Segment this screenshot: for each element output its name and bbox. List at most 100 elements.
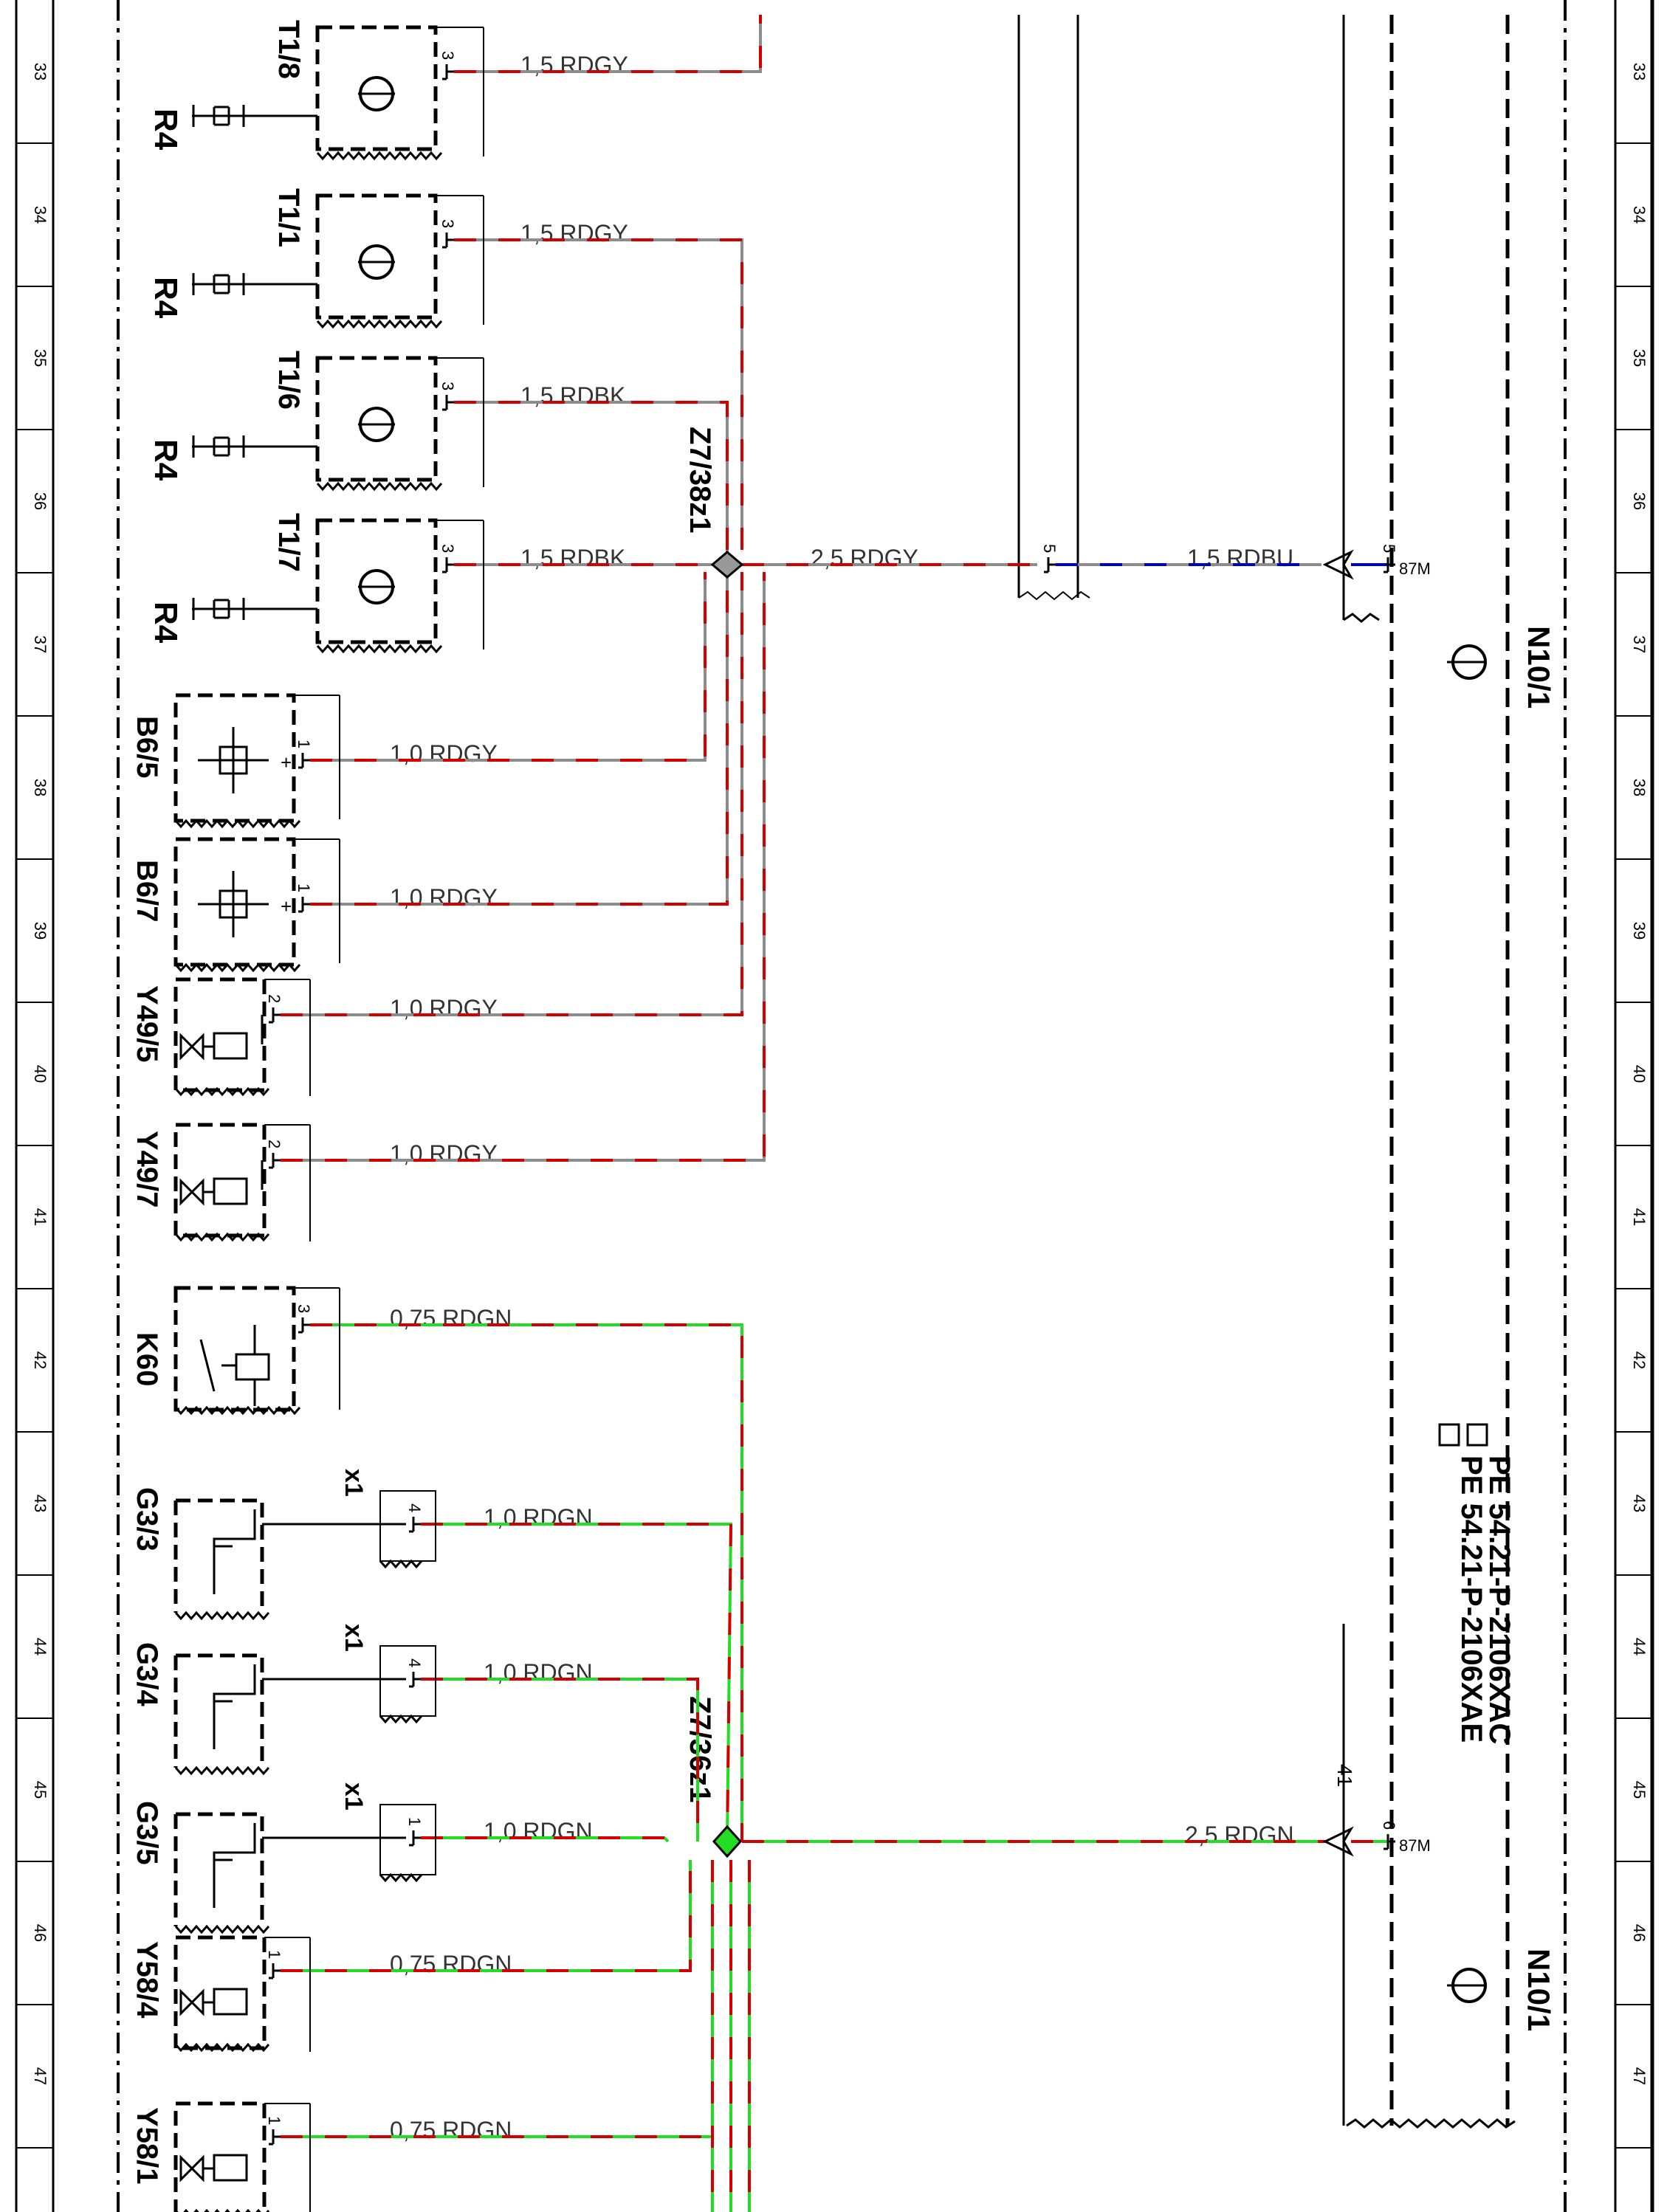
component-label: Y49/7	[131, 1131, 163, 1208]
reference-link[interactable]: PE 54.21-P-2106XAE	[1455, 1455, 1488, 1743]
pin-stub	[269, 1153, 281, 1169]
wire-label: 1,0 RDGN	[484, 1818, 593, 1844]
label-bg	[518, 55, 630, 77]
component-label: R4	[148, 277, 184, 319]
pin-stub	[409, 1830, 421, 1847]
break-mark	[379, 1559, 423, 1569]
break-mark	[316, 319, 443, 329]
component-label: K60	[131, 1332, 163, 1386]
label-bg	[1182, 1825, 1294, 1847]
n10-module	[1017, 15, 1567, 2129]
grid-number: 34	[31, 206, 49, 224]
terminal-label: 87M	[1399, 1836, 1431, 1855]
wire-label: 1,0 RDGY	[390, 995, 498, 1021]
grid-number: 36	[31, 492, 49, 510]
pin-stub	[442, 557, 454, 573]
component-label: G3/4	[131, 1642, 163, 1706]
pin-number: 1	[265, 1950, 283, 1959]
connector-icon	[192, 273, 258, 295]
label-bg	[481, 1508, 593, 1530]
break-mark	[174, 1610, 270, 1621]
grid-number: 33	[1630, 63, 1649, 80]
terminal-label: 87M	[1399, 559, 1431, 578]
break-mark	[174, 1086, 270, 1097]
label-bg	[387, 2120, 512, 2143]
break-mark	[316, 644, 443, 654]
component-label: R4	[148, 108, 184, 151]
component-label: B6/7	[131, 860, 163, 923]
sensor-box	[315, 518, 438, 644]
pin-stub	[269, 1963, 281, 1980]
pin-stub	[298, 897, 310, 913]
component-label: Z7/38z1	[684, 427, 716, 534]
grid-number: 47	[31, 2067, 49, 2085]
label-bg	[481, 1663, 593, 1685]
wire-stripe	[454, 15, 762, 73]
relay-icon	[235, 1353, 270, 1381]
lambda-sensor-icon	[213, 1664, 256, 1749]
grid-number: 35	[1630, 349, 1649, 367]
break-mark	[316, 481, 443, 492]
pin-number: 4	[405, 1658, 424, 1667]
break-mark	[174, 1405, 301, 1416]
wire-label: 0,75 RDGN	[390, 1951, 512, 1977]
wire-label: 1,5 RDBK	[520, 545, 625, 571]
break-mark	[174, 2042, 270, 2053]
component-label: N10/1	[1522, 1949, 1556, 2031]
wire-label: 1,5 RDGY	[520, 220, 628, 247]
lambda-sensor-icon	[213, 1823, 256, 1908]
pin-stub	[1044, 557, 1056, 573]
pin-stub	[409, 1517, 421, 1533]
pin-stub	[442, 64, 454, 80]
label-bg	[481, 1822, 593, 1844]
pin-number: 2	[265, 1140, 283, 1148]
pin-number: 3	[439, 219, 457, 228]
break-mark	[174, 819, 301, 829]
wire-base	[310, 1323, 743, 1841]
wire-base	[281, 572, 743, 1016]
grid-number: 36	[1630, 492, 1649, 510]
break-mark	[379, 1872, 423, 1883]
component-label: T1/8	[272, 20, 305, 79]
component-label: Z7/36z1	[684, 1696, 716, 1803]
wire-label: 1,5 RDGY	[520, 52, 628, 78]
grid-number: 42	[31, 1351, 49, 1369]
wire-label: 1,0 RDGY	[390, 1140, 498, 1167]
pin-stub	[1384, 557, 1395, 573]
break-mark	[316, 151, 443, 161]
pin-stub	[269, 1007, 281, 1024]
grid-number: 46	[1630, 1924, 1649, 1942]
wire-label: 1,0 RDGY	[390, 740, 498, 767]
wire-label: 0,75 RDGN	[390, 2117, 512, 2143]
label-bg	[387, 1144, 499, 1166]
pin-stub	[298, 1317, 310, 1334]
pin-number: 5	[1380, 544, 1398, 553]
component-label: T1/6	[272, 351, 305, 410]
splice-node	[712, 1825, 743, 1858]
pin-number: 3	[439, 382, 457, 390]
pin-number: 4	[405, 1503, 424, 1512]
grid-number: 38	[31, 779, 49, 796]
component-label: x1	[340, 1624, 368, 1652]
pin-stub	[1384, 1834, 1395, 1850]
label-bg	[387, 999, 499, 1021]
frame	[15, 0, 1654, 2212]
pin-stub	[298, 753, 310, 769]
wire-label: 1,0 RDGY	[390, 884, 498, 911]
valve-icon	[213, 2154, 248, 2182]
pin-number: 3	[295, 1304, 313, 1313]
lambda-sensor-icon	[213, 1509, 256, 1594]
grid-number: 43	[31, 1495, 49, 1512]
hand-pointer-icon	[1438, 1423, 1460, 1447]
grid-number: 40	[1630, 1065, 1649, 1083]
grid-number: 41	[1630, 1208, 1649, 1226]
component-label: N10/1	[1522, 626, 1556, 709]
sensor-box	[315, 193, 438, 320]
reference-link[interactable]: PE 54.21-P-2106XAC	[1483, 1455, 1516, 1744]
valve-Y58-1	[173, 2101, 311, 2212]
svg-text:+: +	[281, 895, 292, 917]
wire-label: 1,0 RDGN	[484, 1659, 593, 1686]
